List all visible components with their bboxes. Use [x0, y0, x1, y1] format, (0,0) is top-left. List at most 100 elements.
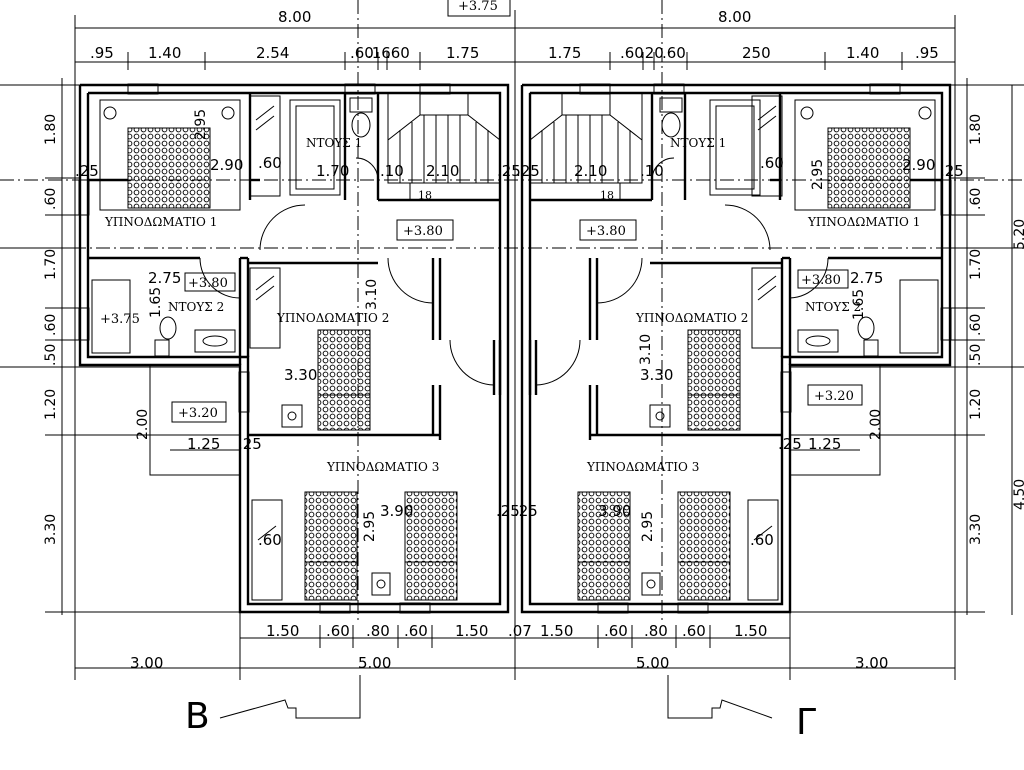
shower2-fixtures-right — [797, 279, 939, 357]
dim-label: .10 — [380, 162, 404, 180]
bed-double-right — [794, 99, 936, 211]
dim-label: 3.90 — [598, 502, 631, 520]
dim-label: .25 — [497, 162, 521, 180]
dim-label: .25 — [516, 162, 540, 180]
dim-label: .60 — [968, 188, 984, 210]
bed-single-bedroom2-right — [687, 329, 741, 431]
dim-label: 2.54 — [256, 44, 289, 62]
dim-label: 1.70 — [968, 249, 984, 280]
level-label: +3.80 — [801, 273, 841, 288]
dim-label: 3.00 — [130, 654, 163, 672]
dim-label: .25 — [940, 162, 964, 180]
dim-label: .60 — [760, 154, 784, 172]
dim-label: 3.90 — [380, 502, 413, 520]
dim-label: 1.75 — [446, 44, 479, 62]
dim-label: 2.95 — [640, 511, 656, 542]
room-label: ΥΠΝΟΔΩΜΑΤΙΟ 3 — [586, 460, 699, 474]
dim-label: .60 — [750, 531, 774, 549]
dim-label: 3.10 — [364, 279, 380, 310]
dim-label: 1.40 — [148, 44, 181, 62]
top-level-label: +3.75 — [458, 0, 498, 14]
dim-label: .60 — [662, 44, 686, 62]
dim-label: 2.00 — [135, 409, 151, 440]
right-dims: 1.80 .60 1.70 .60 .50 1.20 3.30 5.20 4.5… — [968, 114, 1024, 545]
dim-label: 3.10 — [638, 334, 654, 365]
level-label: +3.20 — [814, 389, 854, 404]
bed-single-bedroom2-left — [317, 329, 371, 431]
dim-label: 5.00 — [358, 654, 391, 672]
dim-label: .95 — [90, 44, 114, 62]
dim-label: 4.50 — [1012, 479, 1024, 510]
dim-label: .60 — [258, 531, 282, 549]
terrace-outlines — [149, 364, 881, 476]
top-total-right: 8.00 — [718, 8, 751, 26]
dim-label: 1.25 — [808, 435, 841, 453]
level-markers: +3.80 +3.80 +3.80 +3.80 +3.75 +3.20 +3.2… — [100, 219, 863, 423]
dim-label: .60 — [682, 622, 706, 640]
dim-label: .25 — [238, 435, 262, 453]
dim-label: 1.65 — [851, 289, 867, 320]
top-total-left: 8.00 — [278, 8, 311, 26]
dim-label: 2.95 — [362, 511, 378, 542]
level-label: +3.75 — [100, 312, 140, 327]
level-label: +3.80 — [188, 276, 228, 291]
inner-dimensions: 2.90 2.90 2.95 2.95 .60 .60 1.70 .10 .10… — [75, 109, 964, 549]
dim-label: .25 — [778, 435, 802, 453]
bottom-dims: 1.50 .60 .80 .60 1.50 .07 1.50 .60 .80 .… — [130, 622, 888, 672]
dim-label: .25 — [514, 502, 538, 520]
room-label: ΝΤΟΥΣ 1 — [306, 136, 362, 150]
dim-label: 1.50 — [734, 622, 767, 640]
level-label: +3.20 — [178, 406, 218, 421]
dim-label: .60 — [43, 188, 59, 210]
room-label: ΥΠΝΟΔΩΜΑΤΙΟ 1 — [807, 215, 920, 229]
room-label: ΝΤΟΥΣ 2 — [805, 300, 861, 314]
top-dims-right: 1.75 .60 .20 .60 250 1.40 .95 — [548, 44, 939, 62]
bed-double-left — [99, 99, 241, 211]
top-dims-left: .95 1.40 2.54 .60 .16 .60 1.75 — [90, 44, 479, 62]
dim-label: 2.75 — [148, 269, 181, 287]
section-marker-b: B — [185, 675, 361, 737]
left-dims: 1.80 .60 1.70 .60 .50 1.20 3.30 — [43, 114, 59, 545]
dim-label: 1.25 — [187, 435, 220, 453]
dim-label: 5.20 — [1012, 219, 1024, 250]
dim-label: .10 — [640, 162, 664, 180]
room-label: ΥΠΝΟΔΩΜΑΤΙΟ 2 — [635, 311, 748, 325]
shower1-fixtures-left — [289, 97, 373, 196]
dim-label: .60 — [604, 622, 628, 640]
dim-label: 2.95 — [193, 109, 209, 140]
stair-count-label: 18 — [600, 189, 614, 202]
dim-label: 3.30 — [640, 366, 673, 384]
level-label: +3.80 — [586, 224, 626, 239]
staircase-left: 18 — [387, 92, 501, 202]
dim-label: 2.00 — [868, 409, 884, 440]
dim-label: 2.75 — [850, 269, 883, 287]
top-level-box: +3.75 — [447, 0, 511, 17]
dim-label: .95 — [915, 44, 939, 62]
dim-label: .60 — [968, 314, 984, 336]
dim-label: 2.90 — [210, 156, 243, 174]
dim-label: 1.70 — [43, 249, 59, 280]
dim-label: 2.90 — [902, 156, 935, 174]
dim-label: 3.30 — [968, 514, 984, 545]
dim-label: .60 — [350, 44, 374, 62]
dim-label: .60 — [386, 44, 410, 62]
dim-label: 2.10 — [426, 162, 459, 180]
room-label: ΝΤΟΥΣ 1 — [670, 136, 726, 150]
dim-label: .50 — [968, 344, 984, 366]
dim-label: 1.75 — [548, 44, 581, 62]
room-label: ΥΠΝΟΔΩΜΑΤΙΟ 3 — [326, 460, 439, 474]
dim-label: .60 — [258, 154, 282, 172]
level-label: +3.80 — [403, 224, 443, 239]
dim-label: 3.00 — [855, 654, 888, 672]
dim-label: 1.20 — [43, 389, 59, 420]
dim-label: 1.40 — [846, 44, 879, 62]
dim-label: .80 — [644, 622, 668, 640]
dim-label: .60 — [620, 44, 644, 62]
columns — [281, 404, 671, 596]
top-dimension-lines — [74, 10, 956, 680]
dim-label: .07 — [508, 622, 532, 640]
dim-label: 5.00 — [636, 654, 669, 672]
dim-label: .80 — [366, 622, 390, 640]
beds-bedroom3-left — [304, 491, 458, 601]
